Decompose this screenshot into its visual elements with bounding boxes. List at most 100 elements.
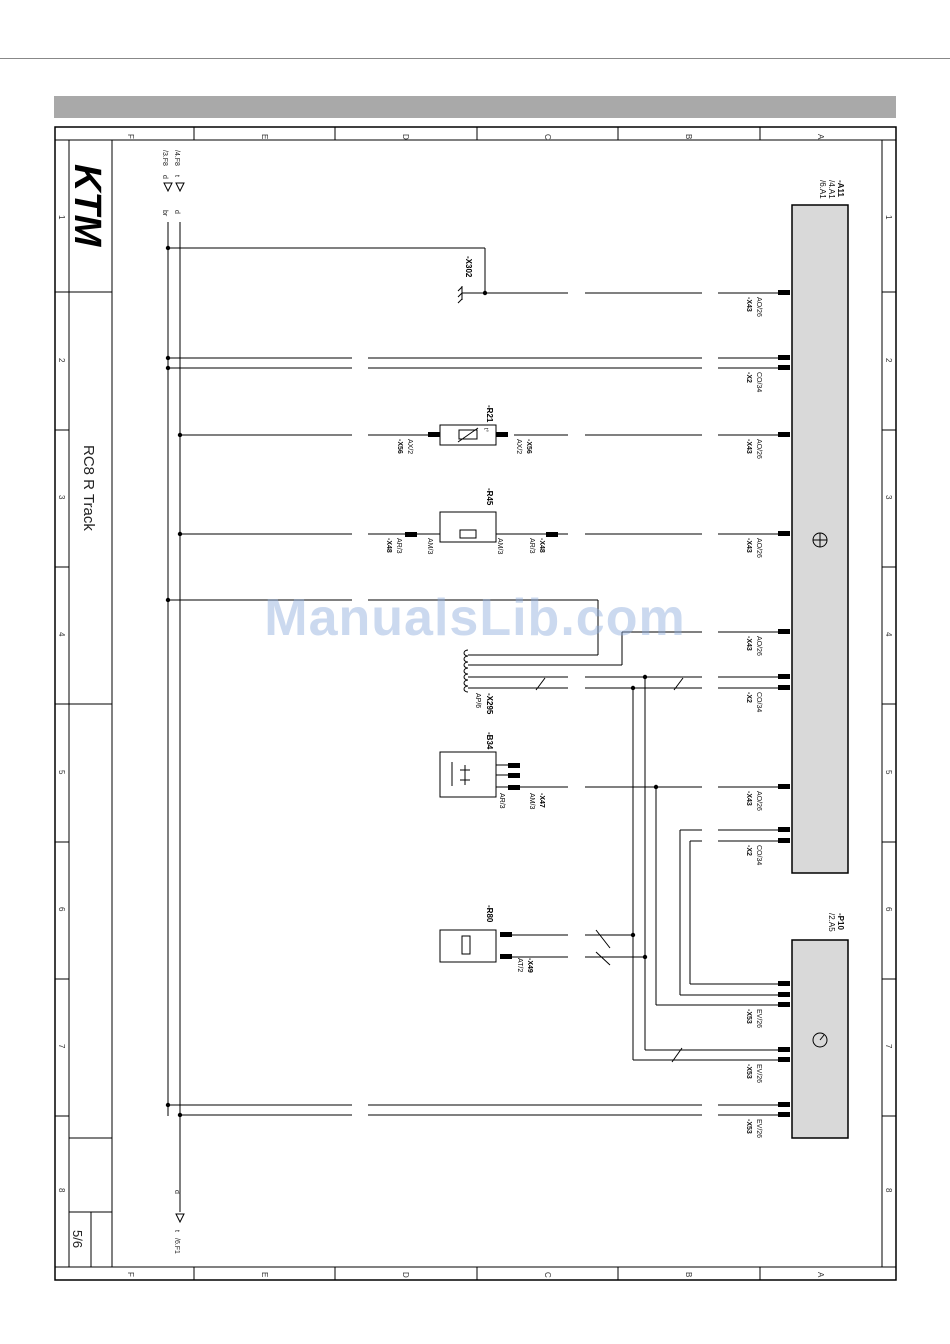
ref-letter: d xyxy=(161,175,168,179)
row-number-left: 3 xyxy=(57,495,66,500)
ref-letter: t xyxy=(173,1230,180,1232)
r80-pin: AT/2 xyxy=(516,958,523,972)
r21-t-symbol: t° xyxy=(482,428,488,433)
col-letter-bottom: A xyxy=(816,1272,825,1278)
row-number-right: 1 xyxy=(884,215,893,220)
conn-label: -X43 xyxy=(745,538,752,553)
row-number-left: 5 xyxy=(57,770,66,775)
col-letter-bottom: B xyxy=(684,1272,693,1277)
col-letter-bottom: D xyxy=(401,1272,410,1278)
conn-label: -X43 xyxy=(745,439,752,454)
r21-label: -R21 xyxy=(485,405,494,423)
conn-label: -X48 xyxy=(385,538,392,553)
col-letter-bottom: C xyxy=(543,1272,552,1278)
b34-pin: AM/3 xyxy=(528,793,535,809)
ref-letter: t xyxy=(173,175,180,177)
r80-conn: -X49 xyxy=(526,958,533,973)
x302-ground-icon xyxy=(457,286,485,304)
pin-label: CO/34 xyxy=(755,845,762,865)
pin-label: AO/26 xyxy=(755,439,762,459)
pin-label: AM/3 xyxy=(426,538,433,554)
title-bar xyxy=(54,96,896,118)
page-number: 5/6 xyxy=(70,1230,85,1248)
a11-ref: /4.A1 xyxy=(827,180,836,199)
conn-label: -X48 xyxy=(538,538,545,553)
x302-label: -X302 xyxy=(464,256,473,278)
col-letter-top: D xyxy=(401,134,410,140)
row-number-right: 8 xyxy=(884,1188,893,1193)
pin-label: EV/26 xyxy=(755,1064,762,1083)
conn-label: -X2 xyxy=(745,845,752,856)
row-number-left: 1 xyxy=(57,215,66,220)
x295-coil-icon xyxy=(463,649,469,693)
r45-component xyxy=(405,511,558,543)
conn-label: -X53 xyxy=(745,1064,752,1079)
pin-label: CO/34 xyxy=(755,692,762,712)
pin-label: CO/34 xyxy=(755,372,762,392)
p10-gauge-icon xyxy=(812,1032,828,1048)
row-number-right: 3 xyxy=(884,495,893,500)
ref-label: /6.F1 xyxy=(173,1238,180,1254)
pin-label: AO/26 xyxy=(755,297,762,317)
ref-label: /3.F8 xyxy=(161,150,168,166)
svg-text:KTM: KTM xyxy=(66,164,108,248)
col-letter-top: C xyxy=(543,134,552,140)
pin-stubs xyxy=(778,290,790,1117)
b34-conn: -X47 xyxy=(538,793,545,808)
wires xyxy=(168,247,780,1116)
ktm-logo: KTM xyxy=(66,164,108,248)
b34-component xyxy=(439,751,520,798)
p10-unit xyxy=(791,939,849,1139)
bus-label: d xyxy=(173,210,180,214)
col-letter-top: B xyxy=(684,134,693,139)
pin-label: AO/26 xyxy=(755,791,762,811)
b34-label: -B34 xyxy=(485,732,494,750)
conn-label: -X2 xyxy=(745,692,752,703)
conn-label: -X2 xyxy=(745,372,752,383)
row-separators xyxy=(55,291,896,1117)
row-number-left: 4 xyxy=(57,632,66,637)
col-letter-top: A xyxy=(816,134,825,140)
p10-label: -P10 xyxy=(836,913,845,930)
bus-label: d xyxy=(173,1190,180,1194)
pin-label: EV/26 xyxy=(755,1119,762,1138)
r21-component: t° xyxy=(428,424,508,446)
col-letter-bottom: F xyxy=(126,1272,135,1277)
col-letter-bottom: E xyxy=(260,1272,269,1277)
conn-label: -X56 xyxy=(525,439,532,454)
row-number-right: 7 xyxy=(884,1044,893,1049)
conn-label: -X43 xyxy=(745,791,752,806)
row-number-right: 5 xyxy=(884,770,893,775)
pin-label: AO/26 xyxy=(755,538,762,558)
bus-lines xyxy=(167,222,181,1212)
bus-arrows xyxy=(163,182,185,1224)
pin-label: AM/3 xyxy=(496,538,503,554)
conn-label: -X43 xyxy=(745,636,752,651)
row-number-right: 6 xyxy=(884,907,893,912)
pin-label: AX/2 xyxy=(406,439,413,454)
r45-label: -R45 xyxy=(485,488,494,506)
b34-pin: AR/3 xyxy=(498,793,505,809)
conn-label: -X53 xyxy=(745,1009,752,1024)
junction-dots xyxy=(165,245,659,1118)
col-letter-top: F xyxy=(126,134,135,139)
row-number-left: 7 xyxy=(57,1044,66,1049)
header-rule xyxy=(0,58,950,59)
pin-label: AX/2 xyxy=(515,439,522,454)
x295-label: -X295 xyxy=(485,693,494,715)
a11-ref: /6.A1 xyxy=(818,180,827,199)
column-separators xyxy=(193,127,761,1280)
row-number-left: 2 xyxy=(57,358,66,363)
pin-label: AR/3 xyxy=(395,538,402,554)
pin-label: AO/26 xyxy=(755,636,762,656)
a11-label: -A11 xyxy=(836,180,845,197)
p10-ref: /2.A5 xyxy=(827,913,836,932)
row-number-left: 6 xyxy=(57,907,66,912)
ref-label: /4.F8 xyxy=(173,150,180,166)
r80-label: -R80 xyxy=(485,905,494,923)
row-number-right: 2 xyxy=(884,358,893,363)
model-title: RC8 R Track xyxy=(80,445,97,531)
row-number-right: 4 xyxy=(884,632,893,637)
bus-label: br xyxy=(161,210,168,217)
